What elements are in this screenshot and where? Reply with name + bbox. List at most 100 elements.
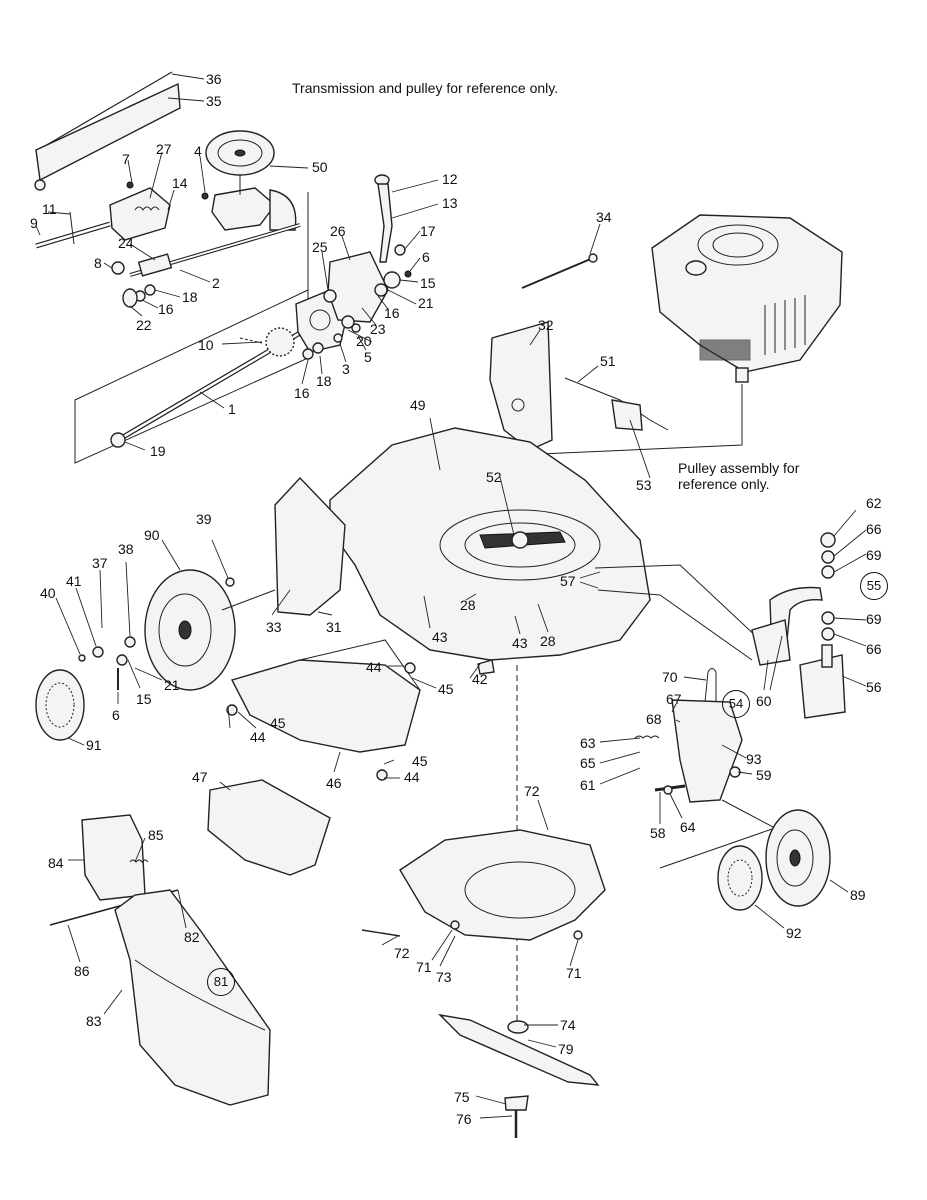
- part-75-washer: [504, 1095, 529, 1111]
- part-74-adapter: [507, 1020, 529, 1034]
- label-57: 57: [560, 573, 576, 589]
- label-47: 47: [192, 769, 208, 785]
- part-42: [477, 659, 495, 675]
- part-6: [404, 270, 412, 278]
- label-63: 63: [580, 735, 596, 751]
- label-43-b: 43: [512, 635, 528, 651]
- label-59: 59: [756, 767, 772, 783]
- label-31: 31: [326, 619, 342, 635]
- label-45: 45: [438, 681, 454, 697]
- part-53-bracket: [611, 399, 643, 431]
- label-84: 84: [48, 855, 64, 871]
- label-71: 71: [416, 959, 432, 975]
- label-14: 14: [172, 175, 188, 191]
- part-3: [333, 333, 343, 343]
- transmission-reference-note: Transmission and pulley for reference on…: [292, 80, 559, 96]
- label-69-b: 69: [866, 611, 882, 627]
- label-83: 83: [86, 1013, 102, 1029]
- label-76: 76: [456, 1111, 472, 1127]
- part-32-plate: [489, 321, 553, 451]
- label-50: 50: [312, 159, 328, 175]
- label-21-b: 21: [164, 677, 180, 693]
- label-43: 43: [432, 629, 448, 645]
- label-13: 13: [442, 195, 458, 211]
- label-2: 2: [212, 275, 220, 291]
- part-39: [225, 577, 235, 587]
- part-19-bushing: [110, 432, 126, 448]
- label-16: 16: [158, 301, 174, 317]
- part-18-washer: [144, 284, 156, 296]
- label-67: 67: [666, 691, 682, 707]
- part-18-washer-b: [312, 342, 324, 354]
- label-93: 93: [746, 751, 762, 767]
- part-10-sprocket: [265, 327, 295, 357]
- label-44-b: 44: [250, 729, 266, 745]
- label-92: 92: [786, 925, 802, 941]
- part-79-blade: [437, 1013, 600, 1086]
- part-25: [323, 289, 337, 303]
- label-51: 51: [600, 353, 616, 369]
- part-70-rod: [704, 668, 717, 703]
- part-41: [92, 646, 104, 658]
- label-73: 73: [436, 969, 452, 985]
- part-64: [663, 785, 673, 795]
- part-84-frame: [81, 814, 146, 901]
- label-60: 60: [756, 693, 772, 709]
- label-10: 10: [198, 337, 214, 353]
- label-79: 79: [558, 1041, 574, 1057]
- label-39: 39: [196, 511, 212, 527]
- label-66: 66: [866, 521, 882, 537]
- label-72-b: 72: [394, 945, 410, 961]
- label-37: 37: [92, 555, 108, 571]
- label-45-b: 45: [270, 715, 286, 731]
- label-23: 23: [370, 321, 386, 337]
- label-58: 58: [650, 825, 666, 841]
- part-85-spring: [129, 859, 149, 863]
- part-60-bracket: [751, 619, 791, 666]
- label-27: 27: [156, 141, 172, 157]
- part-15-b: [116, 654, 128, 666]
- part-69-b: [821, 611, 835, 625]
- transmission-cover: [269, 189, 297, 231]
- part-57-rod: [594, 564, 761, 641]
- label-69: 69: [866, 547, 882, 563]
- deck-opening: [439, 509, 601, 581]
- callout-54: 54: [722, 690, 750, 718]
- callout-55: 55: [860, 572, 888, 600]
- label-4: 4: [194, 143, 202, 159]
- part-66: [821, 550, 835, 564]
- label-18: 18: [182, 289, 198, 305]
- part-46-chute: [230, 659, 421, 753]
- label-15: 15: [420, 275, 436, 291]
- part-44-b: [226, 704, 238, 716]
- label-28: 28: [460, 597, 476, 613]
- part-8-nut: [111, 261, 125, 275]
- part-24-bracket: [137, 253, 173, 277]
- label-89: 89: [850, 887, 866, 903]
- label-33: 33: [266, 619, 282, 635]
- part-15-washer: [383, 271, 401, 289]
- label-71-b: 71: [566, 965, 582, 981]
- label-66-b: 66: [866, 641, 882, 657]
- label-1: 1: [228, 401, 236, 417]
- label-49: 49: [410, 397, 426, 413]
- pulley-reference-note: Pulley assembly for reference only.: [678, 460, 800, 492]
- part-44-c: [376, 769, 388, 781]
- part-35-end: [34, 179, 46, 191]
- part-13-lever: [377, 183, 393, 263]
- label-45-c: 45: [412, 753, 428, 769]
- label-74: 74: [560, 1017, 576, 1033]
- part-17: [394, 244, 406, 256]
- label-72: 72: [524, 783, 540, 799]
- label-85: 85: [148, 827, 164, 843]
- part-63-spring: [634, 735, 660, 739]
- part-34-rod: [521, 257, 594, 289]
- label-38: 38: [118, 541, 134, 557]
- label-21: 21: [418, 295, 434, 311]
- label-6-b: 6: [112, 707, 120, 723]
- part-72: [361, 929, 401, 937]
- part-31-bracket: [274, 476, 346, 616]
- part-11-pin: [69, 211, 75, 245]
